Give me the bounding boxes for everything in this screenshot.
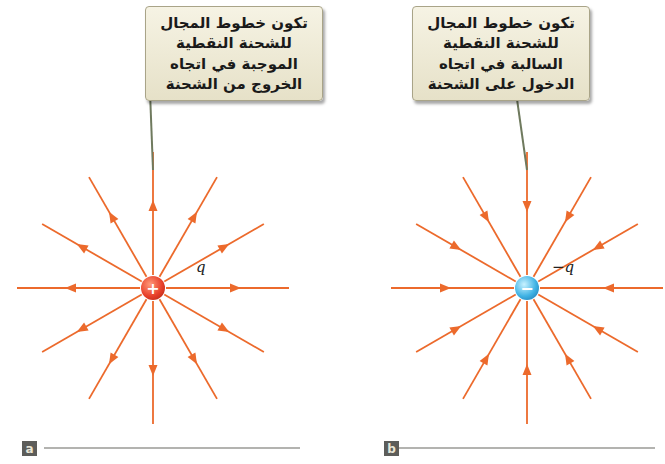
callout-pointer [516,92,527,170]
field-arrowhead [109,212,118,224]
callout-box: تكون خطوط المجال للشحنة النقطية الموجبة … [145,6,323,101]
callout-box: تكون خطوط المجال للشحنة النقطية السالبة … [412,6,590,101]
field-arrowhead [603,284,614,293]
field-line [540,287,663,289]
panel-tag: a [22,441,37,456]
field-line [17,287,140,289]
negative-charge-text: − [520,279,533,298]
panel-tag-text: b [387,442,396,456]
charge-label: q [196,258,206,276]
field-line [391,287,514,289]
field-arrowhead [149,200,158,211]
field-arrowhead [217,244,229,253]
field-arrowhead [565,210,574,222]
field-line [538,224,638,282]
field-line [534,299,592,399]
field-arrowhead [449,326,461,335]
field-lines [17,152,663,424]
field-line [160,177,218,277]
field-line [42,224,142,282]
field-line [526,152,528,275]
field-line [152,152,154,275]
field-arrowhead [109,352,118,364]
field-arrowhead [188,352,197,364]
field-line [164,224,264,282]
field-line [416,224,516,282]
charge-label: −q [552,258,574,276]
positive-charge-text: + [146,279,159,298]
field-line [538,295,638,353]
panel-tag-text: a [25,442,33,456]
field-arrowhead [593,326,605,335]
field-arrowhead [480,354,489,366]
field-arrowhead [77,323,89,332]
positive-charge: + [141,276,165,300]
field-arrowhead [449,241,461,250]
field-arrowhead [593,241,605,250]
field-arrowhead [77,244,89,253]
field-line [160,299,218,399]
callout-pointer [150,92,153,170]
field-arrowhead [480,210,489,222]
field-line [89,177,147,277]
field-arrowhead [217,323,229,332]
field-arrowhead [230,284,241,293]
field-arrowhead [523,364,532,375]
field-arrowhead [523,201,532,212]
panel-rule [44,447,300,449]
callout-box-text: تكون خطوط المجال للشحنة النقطية السالبة … [423,13,579,94]
field-line [416,295,516,353]
field-arrowhead [440,284,451,293]
field-line [152,301,154,424]
field-line [463,177,521,277]
field-line [89,299,147,399]
field-line [534,177,592,277]
field-line [166,287,289,289]
field-line [42,295,142,353]
negative-charge: − [515,276,539,300]
callout-box-text: تكون خطوط المجال للشحنة النقطية الموجبة … [156,13,312,94]
field-arrowhead [565,354,574,366]
field-arrowhead [188,212,197,224]
field-line [164,295,264,353]
panel-tag: b [384,441,399,456]
field-arrowhead [149,365,158,376]
field-line [463,299,521,399]
panel-rule [398,447,655,449]
field-arrowhead [65,284,76,293]
field-line [526,301,528,424]
